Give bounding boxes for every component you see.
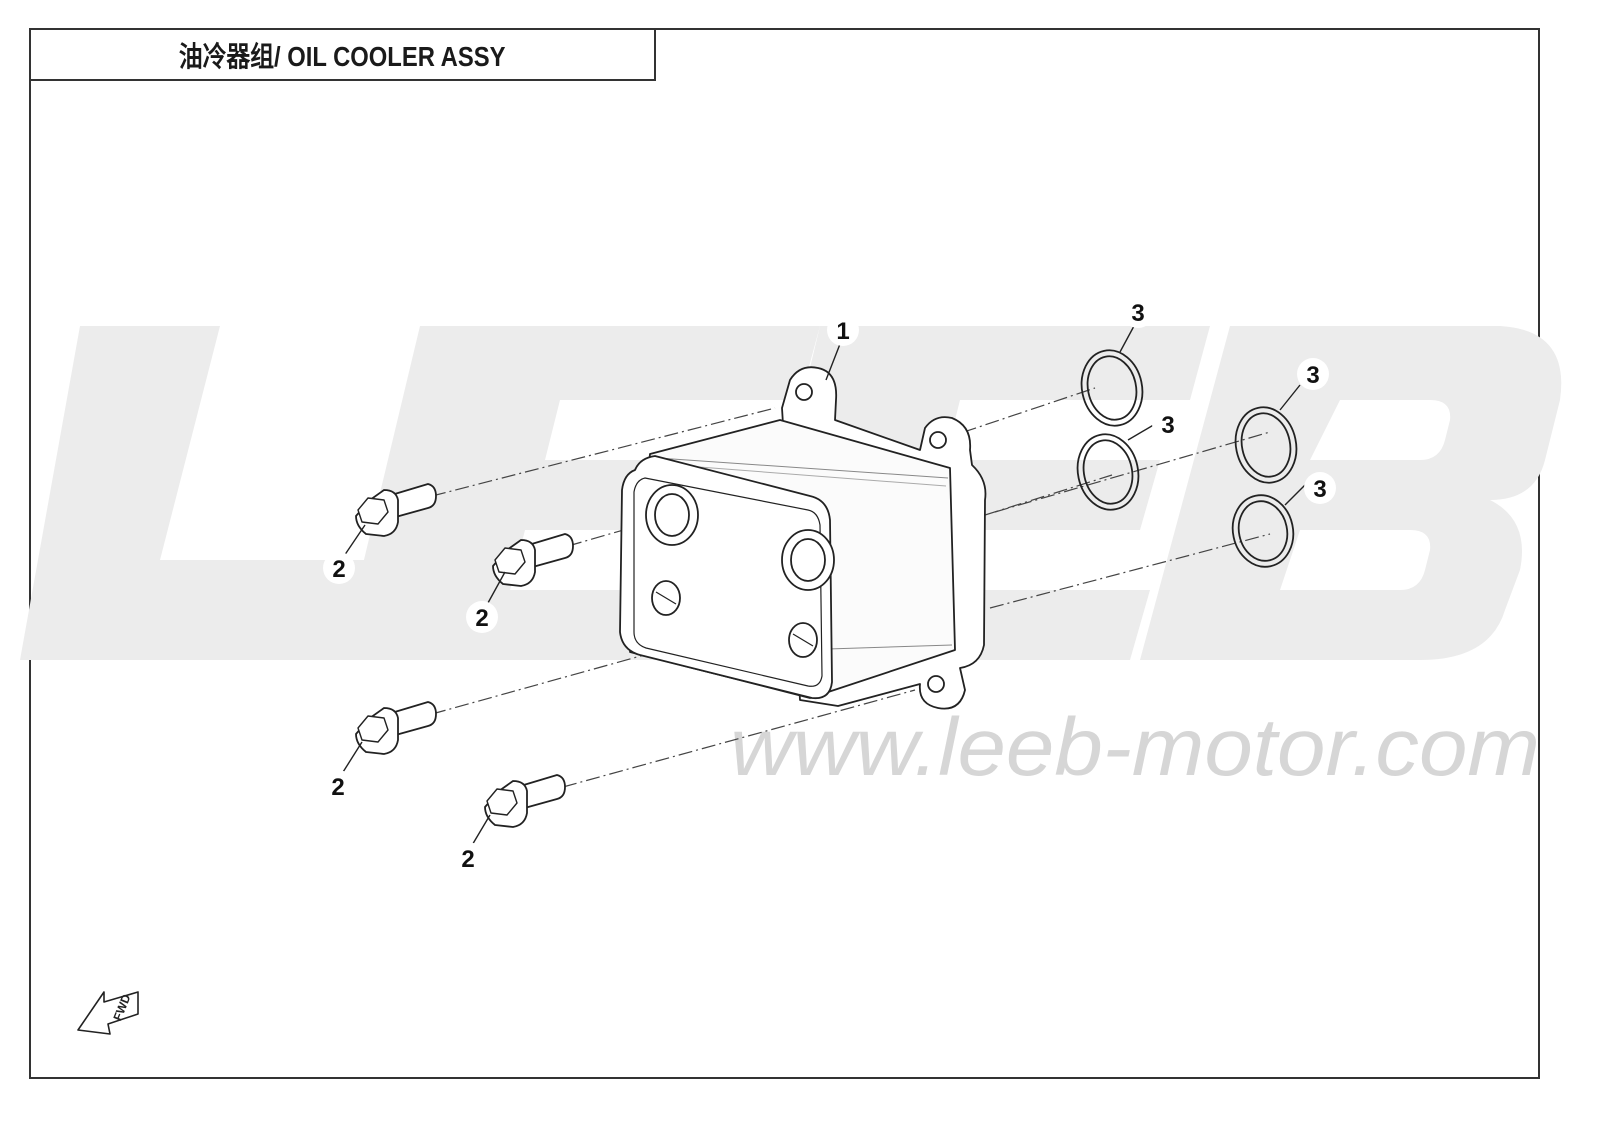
svg-text:3: 3	[1306, 362, 1319, 389]
svg-text:3: 3	[1131, 300, 1144, 327]
callout-2: 2	[322, 770, 354, 802]
callout-2: 2	[323, 552, 355, 584]
title-box: 油冷器组/ OIL COOLER ASSY	[29, 28, 656, 81]
o-ring	[1080, 349, 1144, 427]
callout-2: 2	[466, 601, 498, 633]
oil-cooler	[619, 366, 987, 710]
o-ring	[1076, 433, 1140, 511]
flange-bolt	[355, 483, 437, 537]
svg-text:2: 2	[331, 774, 344, 801]
callout-3: 3	[1304, 472, 1336, 504]
svg-text:2: 2	[461, 846, 474, 873]
o-ring	[1234, 406, 1298, 484]
watermark-url: www.leeb-motor.com	[730, 702, 1540, 793]
svg-text:1: 1	[836, 318, 849, 345]
fwd-arrow-icon: FWD	[77, 991, 139, 1035]
page-title: 油冷器组/ OIL COOLER ASSY	[179, 40, 506, 72]
o-ring	[1231, 494, 1295, 568]
callout-3: 3	[1152, 408, 1184, 440]
callouts: 1 2 2 2 2 3 3 3	[322, 296, 1336, 874]
callout-1: 1	[827, 314, 859, 346]
callout-3: 3	[1297, 358, 1329, 390]
flange-bolt	[355, 701, 437, 755]
svg-text:3: 3	[1313, 476, 1326, 503]
flange-bolt	[484, 774, 566, 828]
drawing-frame	[29, 28, 1540, 1079]
callout-3: 3	[1122, 296, 1154, 328]
svg-text:2: 2	[475, 605, 488, 632]
svg-text:2: 2	[332, 556, 345, 583]
callout-2: 2	[452, 842, 484, 874]
svg-text:3: 3	[1161, 412, 1174, 439]
